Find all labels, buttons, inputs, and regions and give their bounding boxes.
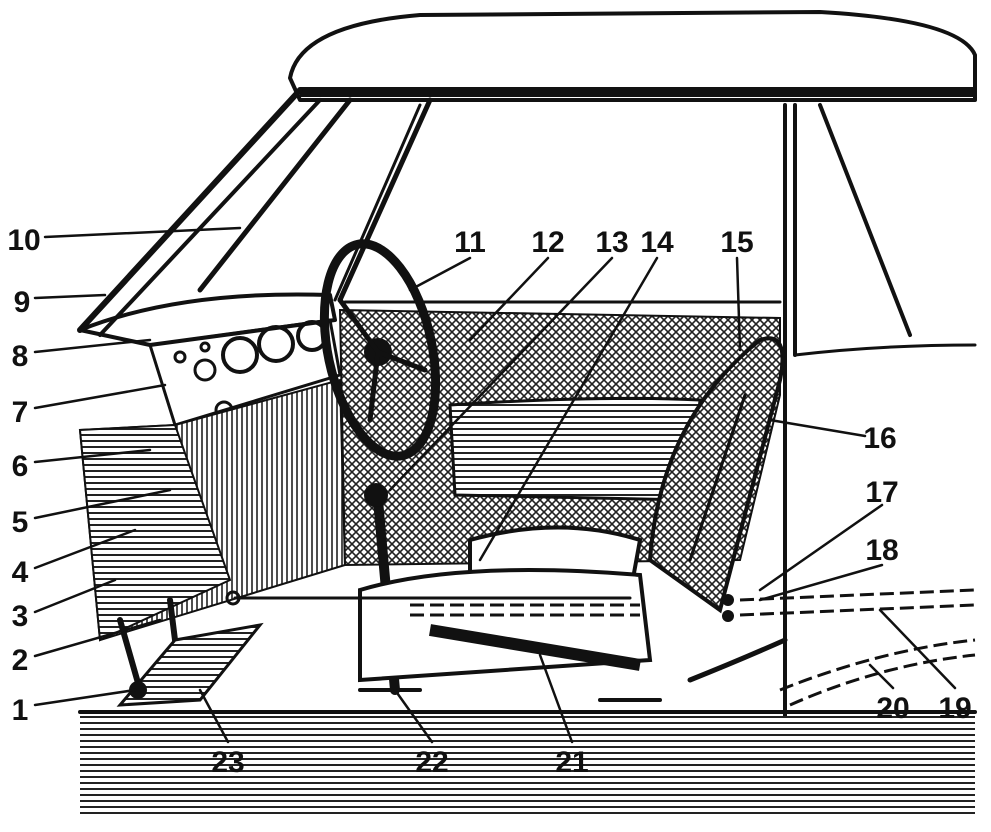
callout-23: 23 — [211, 746, 244, 779]
callout-17: 17 — [865, 476, 898, 509]
callout-5: 5 — [12, 506, 29, 539]
callout-14: 14 — [640, 226, 674, 259]
callout-20: 20 — [876, 692, 909, 725]
dashboard — [78, 292, 347, 642]
callout-18: 18 — [865, 534, 898, 567]
callout-8: 8 — [12, 340, 29, 373]
callout-16: 16 — [863, 422, 896, 455]
roof — [288, 10, 977, 102]
windshield-frame — [77, 87, 433, 337]
pedals — [116, 590, 632, 707]
callout-6: 6 — [12, 450, 29, 483]
callout-labels: 9 10 8 7 6 5 4 3 2 1 23 22 21 20 19 18 1… — [7, 224, 971, 779]
callout-4: 4 — [12, 556, 29, 589]
callout-19: 19 — [938, 692, 971, 725]
callout-2: 2 — [12, 644, 29, 677]
floor-sill — [78, 710, 977, 816]
callout-13: 13 — [595, 226, 628, 259]
leader-lines — [33, 226, 957, 744]
callout-12: 12 — [531, 226, 564, 259]
callout-22: 22 — [415, 746, 448, 779]
callout-1: 9 — [14, 286, 31, 319]
callout-21: 21 — [555, 746, 588, 779]
hidden-lines — [410, 588, 976, 707]
callout-15: 15 — [720, 226, 753, 259]
callout-3: 3 — [12, 600, 29, 633]
seat — [358, 336, 785, 702]
callout-1b: 1 — [12, 694, 29, 727]
callout-7: 7 — [12, 396, 29, 429]
callout-10: 10 — [7, 224, 40, 257]
callout-11: 11 — [454, 226, 486, 259]
